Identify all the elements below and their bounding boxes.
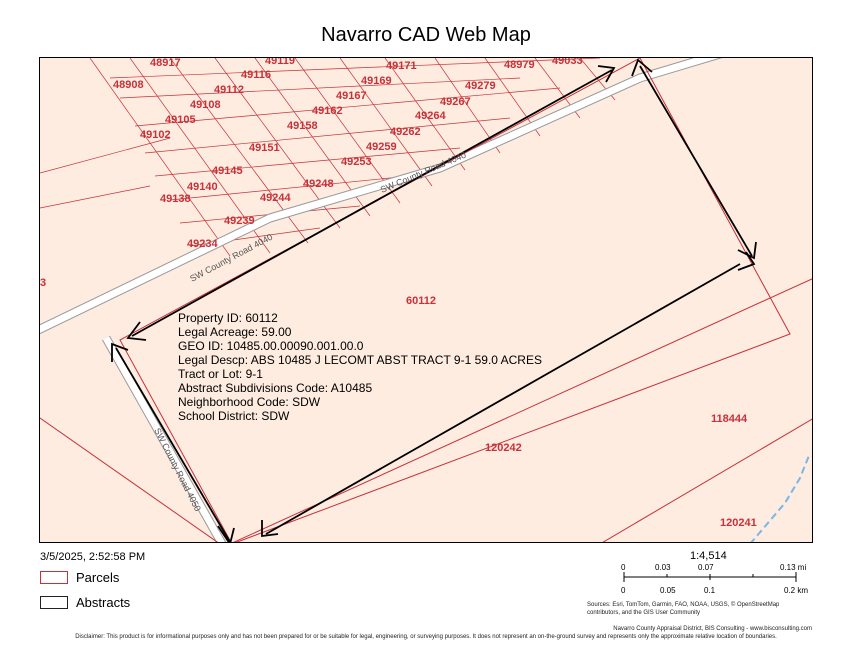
timestamp: 3/5/2025, 2:52:58 PM xyxy=(40,551,146,563)
credit-text: Navarro County Appraisal District, BIS C… xyxy=(613,626,812,632)
scale-tick: 0.2 km xyxy=(784,586,808,595)
parcel-label[interactable]: 49116 xyxy=(241,69,271,81)
abstract-swatch-icon xyxy=(40,596,68,609)
popup-line: Tract or Lot: 9-1 xyxy=(178,367,263,381)
scale-tick: 0 xyxy=(621,563,626,572)
popup-line: Abstract Subdivisions Code: A10485 xyxy=(178,381,372,395)
parcel-label[interactable]: 3 xyxy=(40,277,46,289)
scale-bar: 0 0.03 0.07 0.13 mi 0 0.05 0.1 0.2 km xyxy=(621,563,808,595)
legend-label: Parcels xyxy=(76,570,120,585)
parcel-label[interactable]: 49244 xyxy=(260,192,291,204)
parcel-label[interactable]: 49259 xyxy=(366,141,397,153)
scale-tick: 0.13 mi xyxy=(780,563,806,572)
parcel-label[interactable]: 49112 xyxy=(214,84,244,96)
parcel-label[interactable]: 49262 xyxy=(390,126,421,138)
roads xyxy=(40,58,723,542)
sources-text: Sources: Esri, TomTom, Garmin, FAO, NOAA… xyxy=(587,602,780,616)
scale-tick: 0 xyxy=(621,586,626,595)
scale-tick: 0.03 xyxy=(655,563,671,572)
parcel-swatch-icon xyxy=(40,571,68,584)
parcel-label[interactable]: 49105 xyxy=(165,114,196,126)
parcel-label[interactable]: 48917 xyxy=(150,58,181,69)
parcel-lines xyxy=(40,58,616,257)
property-popup: Property ID: 60112 Legal Acreage: 59.00 … xyxy=(178,311,542,423)
parcel-label[interactable]: 49169 xyxy=(361,75,392,87)
water-stream xyxy=(750,452,811,542)
popup-line: School District: SDW xyxy=(178,409,290,423)
arrow-heads xyxy=(111,58,757,542)
parcel-label[interactable]: 49102 xyxy=(140,129,171,141)
scale-tick: 0.07 xyxy=(698,563,714,572)
parcel-label[interactable]: 49171 xyxy=(386,60,417,72)
parcel-label[interactable]: 49162 xyxy=(312,105,343,117)
parcel-label[interactable]: 118444 xyxy=(711,413,748,425)
scale-ratio: 1:4,514 xyxy=(690,550,727,562)
popup-line: GEO ID: 10485.00.00090.001.00.0 xyxy=(178,339,364,353)
parcel-label[interactable]: 49138 xyxy=(160,193,191,205)
scale-tick: 0.1 xyxy=(704,586,716,595)
legend-parcels: Parcels xyxy=(40,570,119,585)
popup-line: Neighborhood Code: SDW xyxy=(178,395,321,409)
parcel-labels: 48917 49119 49171 48979 49033 48908 4911… xyxy=(40,58,757,529)
parcel-label[interactable]: 49239 xyxy=(224,215,255,227)
parcel-label[interactable]: 49145 xyxy=(212,165,243,177)
parcel-label[interactable]: 49140 xyxy=(187,181,218,193)
road-label: SW County Road 4050 xyxy=(152,426,203,513)
road-label: SW County Road 4040 xyxy=(379,150,468,195)
parcel-label[interactable]: 49253 xyxy=(341,156,372,168)
parcel-label[interactable]: 60112 xyxy=(406,295,436,307)
legend-abstracts: Abstracts xyxy=(40,595,130,610)
measure-arrows xyxy=(115,65,753,542)
parcel-label[interactable]: 48979 xyxy=(504,59,535,71)
parcel-label[interactable]: 49108 xyxy=(190,99,221,111)
parcel-label[interactable]: 49158 xyxy=(287,120,318,132)
parcel-label[interactable]: 49267 xyxy=(440,96,471,108)
parcel-label[interactable]: 49119 xyxy=(265,58,295,67)
parcel-label[interactable]: 49234 xyxy=(187,238,218,250)
parcel-label[interactable]: 49279 xyxy=(465,80,496,92)
parcel-label[interactable]: 49033 xyxy=(552,58,583,67)
popup-line: Legal Descp: ABS 10485 J LECOMT ABST TRA… xyxy=(178,353,542,367)
parcel-label[interactable]: 120241 xyxy=(720,517,757,529)
disclaimer-text: Disclaimer: This product is for informat… xyxy=(75,634,777,640)
parcel-label[interactable]: 49167 xyxy=(336,90,367,102)
parcel-label[interactable]: 49264 xyxy=(415,110,446,122)
parcel-label[interactable]: 120242 xyxy=(485,442,522,454)
map-title: Navarro CAD Web Map xyxy=(321,24,531,46)
map-view[interactable]: 48917 49119 49171 48979 49033 48908 4911… xyxy=(39,57,813,543)
parcel-label[interactable]: 48908 xyxy=(113,79,144,91)
parcel-label[interactable]: 49151 xyxy=(249,142,280,154)
map-canvas: 48917 49119 49171 48979 49033 48908 4911… xyxy=(40,58,812,542)
popup-line: Property ID: 60112 xyxy=(178,311,278,325)
popup-line: Legal Acreage: 59.00 xyxy=(178,325,292,339)
legend-label: Abstracts xyxy=(76,595,131,610)
scale-tick: 0.05 xyxy=(660,586,676,595)
parcel-label[interactable]: 49248 xyxy=(303,178,334,190)
